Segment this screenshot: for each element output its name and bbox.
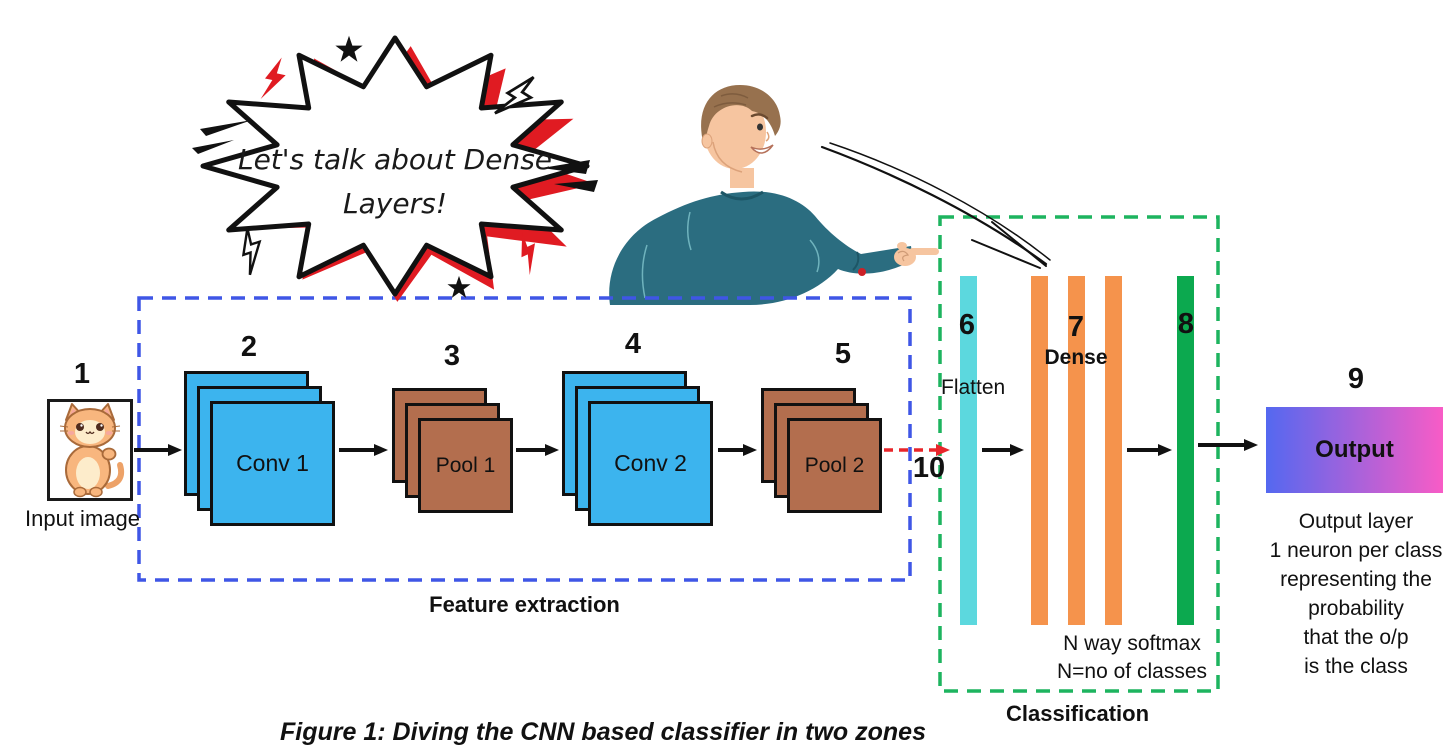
stage-number-9: 9 bbox=[1347, 363, 1365, 395]
stage-number-1: 1 bbox=[73, 358, 91, 390]
hand-drawn-arrow bbox=[820, 142, 1051, 269]
dense-bar-3 bbox=[1105, 276, 1122, 625]
feature-extraction-zone bbox=[137, 296, 912, 582]
pool1-label: Pool 1 bbox=[435, 453, 496, 477]
feature-extraction-title: Feature extraction bbox=[429, 592, 620, 617]
stage-number-2: 2 bbox=[240, 331, 258, 363]
speed-lines bbox=[192, 120, 598, 192]
conv1-label: Conv 1 bbox=[236, 450, 309, 476]
output-desc-line: probability bbox=[1308, 597, 1404, 620]
stage-number-10: 10 bbox=[912, 452, 946, 484]
figure-caption: Figure 1: Diving the CNN based classifie… bbox=[280, 718, 926, 746]
conv2-block: Conv 2 bbox=[562, 371, 713, 526]
pool2-label: Pool 2 bbox=[804, 453, 865, 477]
softmax-bar bbox=[1177, 276, 1194, 625]
stage-number-6: 6 bbox=[958, 309, 976, 341]
softmax-note-line1: N way softmax bbox=[1063, 632, 1201, 655]
dense-bar-1 bbox=[1031, 276, 1048, 625]
pool1-block: Pool 1 bbox=[392, 388, 513, 513]
conv1-block: Conv 1 bbox=[184, 371, 335, 526]
lightning-bolt-icons bbox=[241, 57, 536, 276]
conv2-label: Conv 2 bbox=[614, 450, 687, 476]
output-desc-line: representing the bbox=[1280, 568, 1432, 591]
output-desc-line: that the o/p bbox=[1303, 626, 1409, 649]
star-icons bbox=[335, 35, 471, 298]
output-desc-line: 1 neuron per class bbox=[1269, 539, 1443, 562]
speech-line-1: Let's talk about Dense bbox=[238, 143, 552, 176]
stage-number-4: 4 bbox=[624, 328, 642, 360]
softmax-note-line2: N=no of classes bbox=[1057, 660, 1207, 683]
stage-number-5: 5 bbox=[834, 338, 852, 370]
output-desc-line: is the class bbox=[1304, 655, 1408, 678]
flatten-bar bbox=[960, 276, 977, 625]
stage-number-3: 3 bbox=[443, 340, 461, 372]
output-label: Output bbox=[1315, 436, 1394, 463]
output-desc-line: Output layer bbox=[1298, 510, 1414, 533]
flatten-label: Flatten bbox=[941, 376, 1006, 399]
output-description: Output layer 1 neuron per class represen… bbox=[1258, 507, 1454, 681]
pool2-block: Pool 2 bbox=[761, 388, 882, 513]
stage-number-7: 7 bbox=[1067, 311, 1085, 343]
dense-label: Dense bbox=[1044, 346, 1108, 369]
input-image-cat bbox=[47, 399, 133, 501]
dense-bar-2 bbox=[1068, 276, 1085, 625]
speech-burst-graphic: Let's talk about Dense Layers! bbox=[192, 35, 598, 302]
classification-title: Classification bbox=[1005, 701, 1150, 726]
output-box: Output bbox=[1266, 407, 1443, 493]
presenter-illustration bbox=[609, 85, 939, 305]
input-image-label: Input image bbox=[25, 506, 140, 531]
speech-line-2: Layers! bbox=[343, 187, 447, 220]
stage-number-8: 8 bbox=[1177, 308, 1195, 340]
